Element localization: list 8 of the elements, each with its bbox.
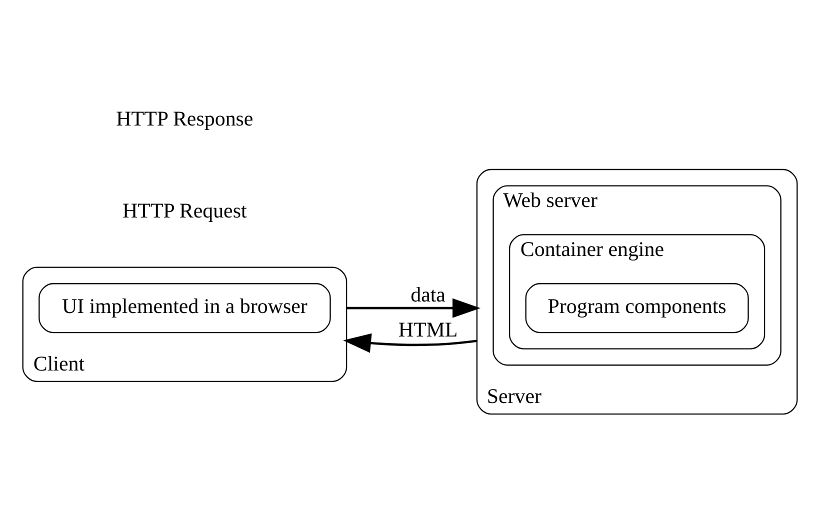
label: HTTP Response xyxy=(116,106,254,131)
node-box: Program components xyxy=(525,283,749,334)
label: HTTP Request xyxy=(122,198,247,223)
edge-label: data xyxy=(410,282,446,307)
node-box: UI implemented in a browser xyxy=(38,283,331,334)
arrow xyxy=(346,298,480,318)
arrow xyxy=(343,333,478,353)
edge-label: HTML xyxy=(398,317,458,342)
